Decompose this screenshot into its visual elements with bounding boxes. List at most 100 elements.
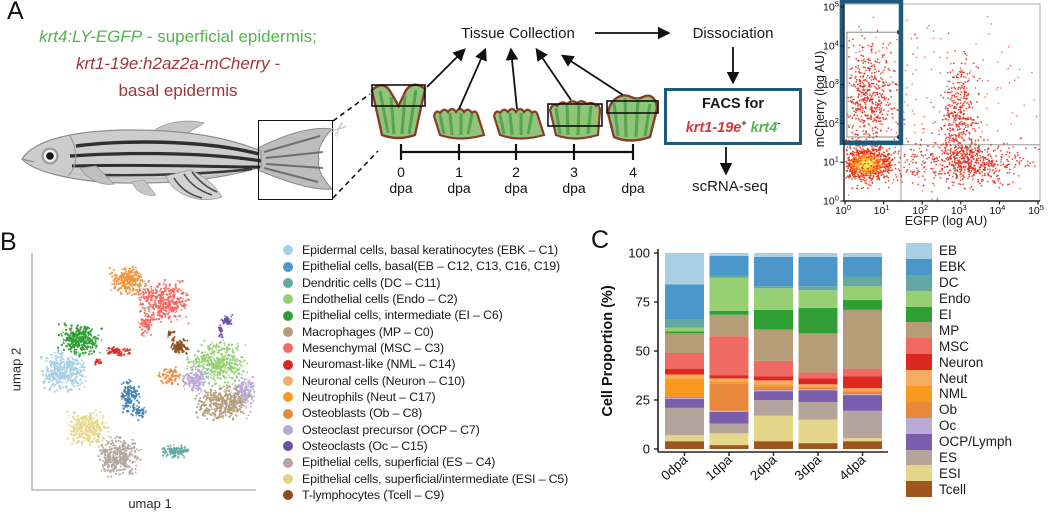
legend-swatch [906,417,932,434]
bar-segment-Tcell [754,441,793,449]
svg-text:105: 105 [1028,203,1044,214]
bar-segment-EBK [709,255,749,276]
legend-label: ES [939,450,958,466]
panel-b-label: B [0,228,17,256]
legend-swatch [906,465,932,482]
umap-legend-item: Osteoclast precursor (OCP – C7) [283,422,568,438]
legend-swatch [906,354,932,371]
bar-segment-OCP/Lymph [843,395,882,411]
umap-legend-item: Osteoclasts (Oc – C15) [283,438,568,454]
amputation-region-box [258,120,333,200]
umap-legend-item: Epithelial cells, intermediate (EI – C6) [283,307,568,323]
timeline-unit: dpa [562,180,586,196]
legend-swatch [906,306,932,323]
umap-ylabel: umap 2 [8,347,24,392]
umap-legend: Epidermal cells, basal keratinocytes (EB… [283,242,568,504]
umap-legend-item: Osteoblasts (Ob – C8) [283,405,568,421]
bar-segment-EI [843,300,882,310]
facs-label: FACS for [701,96,765,112]
umap-cluster-Oc [220,313,234,326]
umap-cluster-OCP-2 [232,375,256,408]
legend-swatch [906,481,932,498]
bar-segment-MSC [798,372,838,379]
bar-segment-ES [843,410,882,439]
scrnaseq-label: scRNA-seq [692,178,768,195]
bar-segment-NML [754,384,793,387]
umap-legend-item: Neuronal cells (Neuron – C10) [283,373,568,389]
legend-label: EI [939,307,952,322]
bar-segment-OCP/Lymph [709,411,749,424]
timeline-unit: dpa [621,180,645,196]
umap-cluster-ES [97,434,142,478]
legend-swatch [906,322,932,339]
umap-plot [31,253,256,491]
legend-swatch [906,386,932,402]
legend-swatch [906,401,932,418]
bar-segment-EB [798,253,838,257]
legend-label: NML [939,386,968,402]
fin-2dpa [492,107,546,140]
timeline-unit: dpa [504,180,528,196]
legend-dot [283,457,293,468]
legend-dot [283,473,293,484]
svg-text:104: 104 [823,38,839,52]
umap-cluster-MP [194,385,252,422]
bar-legend-item: ESI [906,465,1012,482]
bar-segment-OCP/Lymph [754,391,793,400]
svg-text:100: 100 [823,194,839,208]
legend-label: Neuron [939,354,984,370]
bar-segment-EB [709,253,749,256]
umap-legend-item: Epithelial cells, superficial (ES – C4) [283,454,568,470]
timeline-point-0: 0 [397,164,405,180]
umap-cluster-Tcell [170,338,190,355]
bar-segment-Neut [843,388,882,391]
legend-label: EB [939,243,958,259]
bar-segment-Neuron [709,375,749,379]
fin-4dpa [606,94,659,142]
bar-segment-MSC [665,352,704,369]
flow-xlabel: EGFP (log AU) [904,214,988,228]
bar-segment-Neut [709,378,749,382]
legend-label: MSC [939,338,969,354]
bar-segment-DC [798,286,838,291]
legend-label: EBK [939,259,967,275]
umap-cluster-Endo [186,339,249,387]
legend-swatch [906,370,932,387]
svg-text:103: 103 [951,203,967,214]
bar-segment-MP [798,333,838,373]
bar-segment-DC [709,275,749,278]
bar-segment-EBK [798,256,838,287]
tissue-collection-label: Tissue Collection [461,25,575,42]
bar-segment-EBK [665,284,704,320]
bar-segment-MSC [754,360,793,377]
legend-label: Neutrophils (Neut – C17) [302,390,436,405]
umap-cluster-EB-trail [130,404,147,422]
legend-swatch [906,274,932,291]
bar-segment-Ob [754,386,793,391]
legend-dot [283,343,293,354]
bar-legend-item: EB [906,243,1012,259]
dissociation-label: Dissociation [692,25,774,42]
legend-label: Ob [939,402,958,418]
bar-segment-EBK [754,256,793,287]
bar-segment-NML [709,381,749,384]
bar-segment-MP [754,329,793,361]
umap-cluster-MSC-arm [137,315,154,337]
svg-text:103: 103 [823,77,839,91]
legend-dot [283,375,293,386]
umap-cluster-EI [56,322,103,358]
fin-timecourse-illustrations [370,83,659,142]
bar-segment-DC [843,276,882,287]
bar-segment-NML [843,390,882,392]
bar-segment-Tcell [709,445,749,449]
legend-label: ESI [939,465,961,481]
bar-legend-item: EBK [906,258,1012,275]
legend-label: Tcell [939,481,967,497]
facs-box: FACS for krt1-19e+ krt4- [664,88,802,145]
legend-label: Neut [939,370,968,386]
bar-segment-Neuron [754,376,793,381]
legend-dot [283,261,293,272]
bar-legend-item: DC [906,274,1012,291]
legend-swatch [906,338,932,355]
